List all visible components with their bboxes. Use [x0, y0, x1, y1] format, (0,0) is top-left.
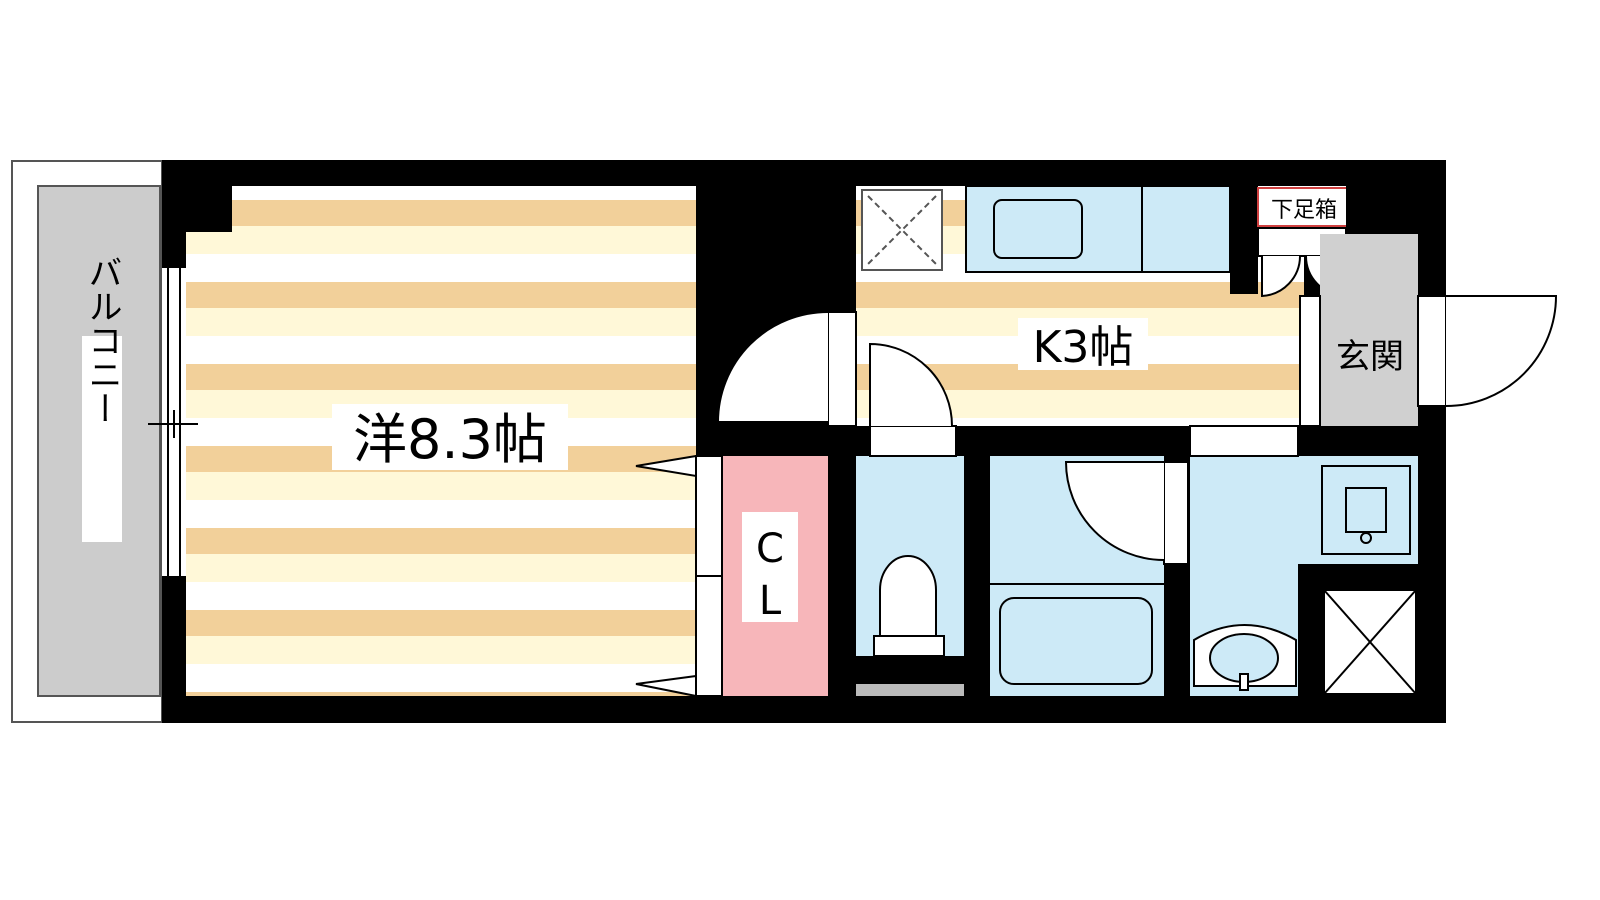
bathtub-icon: [999, 597, 1153, 685]
sink-icon: [993, 199, 1083, 259]
washbasin-icon: [1193, 624, 1297, 691]
balcony-window: [148, 268, 198, 576]
front-door-swing: [1445, 295, 1558, 407]
entrance-label: 玄関: [1336, 337, 1404, 377]
shoe-box-label: 下足箱: [1271, 198, 1337, 223]
closet: [635, 454, 828, 698]
kitchen-fixtures: [861, 185, 1258, 294]
toilet-room: [856, 342, 964, 696]
bath-room: [990, 456, 1189, 696]
partition-wall-kitchen: [828, 186, 856, 316]
toilet-icon: [879, 555, 937, 641]
wash-room: [1189, 425, 1418, 696]
washing-machine-icon: [1321, 465, 1411, 555]
closet-label-c: C: [756, 526, 784, 572]
entrance-area: [1257, 186, 1558, 427]
balcony: [11, 160, 163, 723]
door-opening-kitchen: [827, 311, 857, 427]
western-room-label: 洋8.3帖: [353, 408, 547, 471]
door-swing-kitchen: [716, 311, 829, 423]
kitchen-label: K3帖: [1033, 322, 1134, 373]
balcony-label: バルコニー: [82, 255, 122, 425]
closet-label-l: L: [759, 578, 782, 624]
entrance-floor: [1320, 234, 1418, 426]
pillar-corner: [186, 186, 232, 232]
kitchen-vent-box: [861, 189, 943, 271]
partition-wall-lower: [696, 426, 856, 456]
